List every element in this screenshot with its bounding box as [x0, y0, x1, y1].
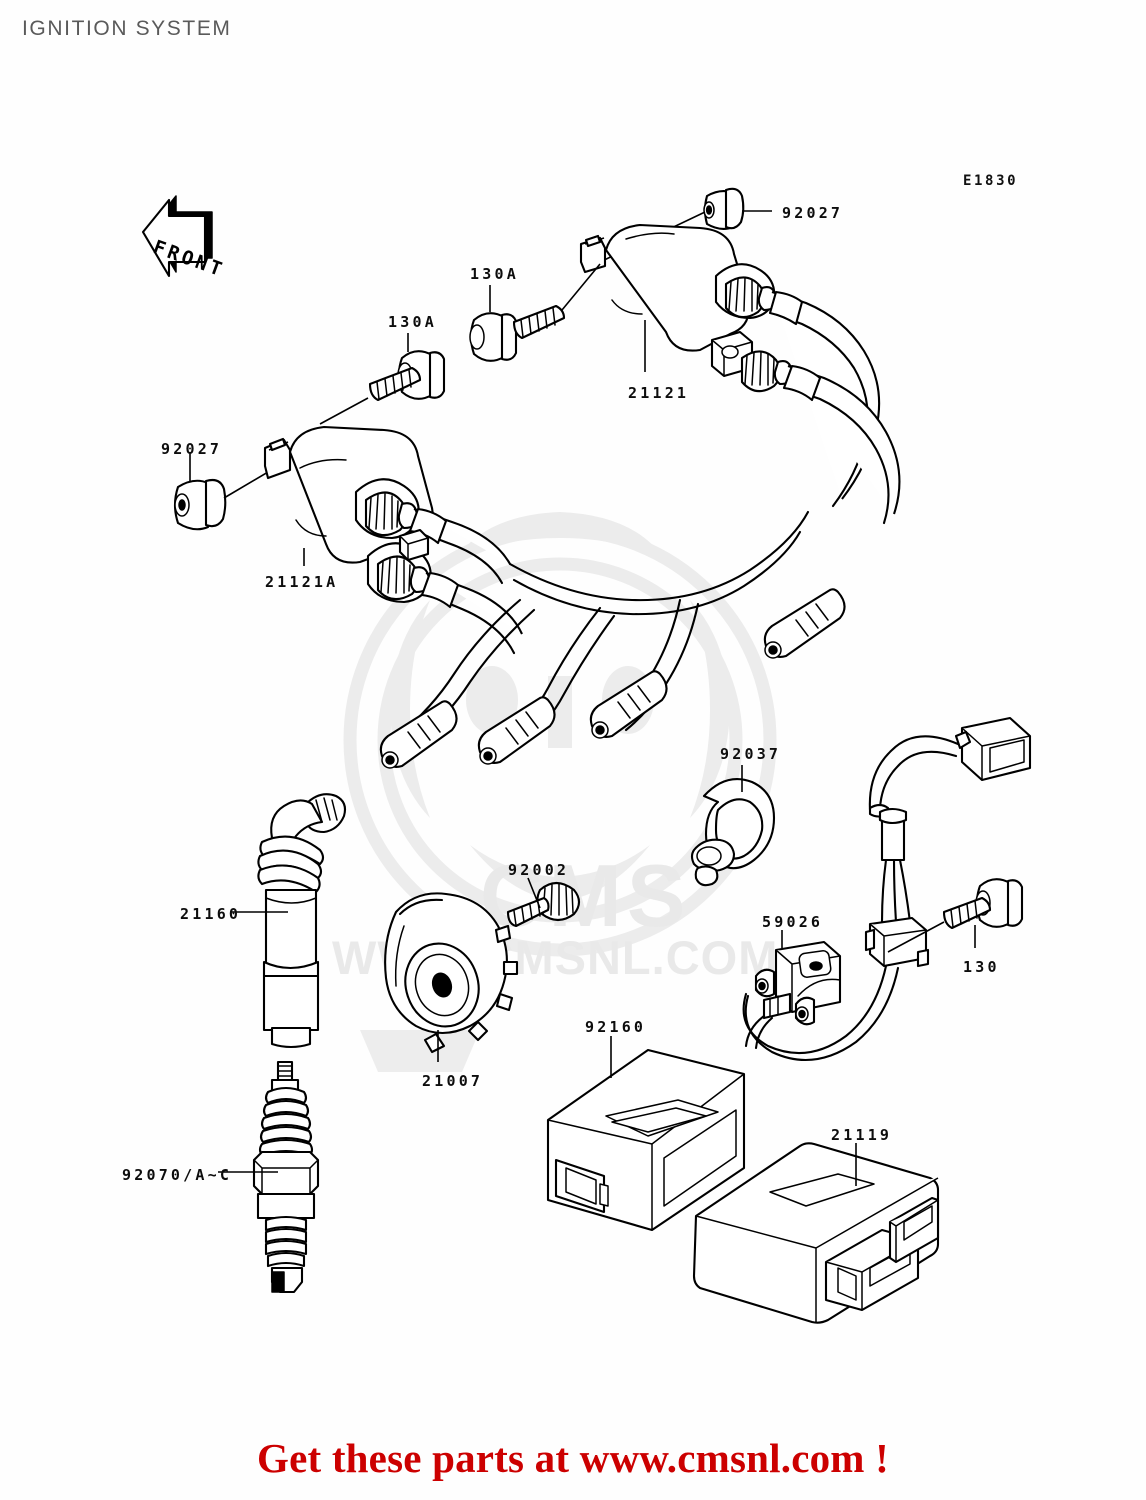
part-label-92027-upper: 92027 [782, 204, 844, 222]
part-bolt-flanged-lower [368, 350, 446, 402]
part-damper-cover [546, 1048, 746, 1232]
diagram-reference-code: E1830 [963, 173, 1019, 189]
part-label-92037: 92037 [720, 745, 782, 763]
part-label-59026: 59026 [762, 913, 824, 931]
part-label-92070: 92070/A~C [122, 1166, 233, 1184]
part-label-92160: 92160 [585, 1018, 647, 1036]
part-cap-plug-upper [703, 187, 745, 230]
wiring-harness [742, 716, 1032, 1062]
part-label-130A-lower: 130A [388, 313, 437, 331]
part-label-130: 130 [963, 958, 1000, 976]
part-label-92002: 92002 [508, 861, 570, 879]
coil-lower-outlet-1 [364, 491, 419, 537]
part-pickup-coil [744, 940, 842, 1050]
leader-130A-lower-to-coil [319, 397, 369, 425]
part-label-21121: 21121 [628, 384, 690, 402]
svg-text:T: T [206, 256, 224, 281]
part-label-130A-upper: 130A [470, 265, 519, 283]
part-label-21119: 21119 [831, 1126, 893, 1144]
part-rotor-bolt [506, 881, 581, 928]
igniter-connector-2 [888, 1196, 940, 1264]
part-cap-plug-lower [173, 478, 227, 531]
ht-leads-group [379, 510, 846, 769]
leader-130A-upper-to-coil [561, 263, 601, 311]
part-ignition-coil-lower [263, 425, 523, 655]
part-label-21160: 21160 [180, 905, 242, 923]
part-ignition-coil-upper [579, 223, 901, 525]
front-arrow-icon: F R O N T [141, 195, 225, 281]
leader-130-to-harness [887, 921, 945, 953]
part-bolt-harness [942, 878, 1024, 930]
part-bolt-flanged-upper [469, 304, 566, 362]
ht-terminal-center [589, 670, 668, 739]
ht-terminal-right [763, 588, 846, 659]
part-label-21121A: 21121A [265, 573, 339, 591]
part-spark-plug [252, 1060, 320, 1294]
footer-cta-text[interactable]: Get these parts at www.cmsnl.com ! [257, 1435, 889, 1481]
ht-terminal-midleft [477, 696, 556, 765]
part-spark-plug-cap [257, 793, 347, 1049]
part-igniter-cdi-unit [692, 1142, 940, 1324]
part-label-21007: 21007 [422, 1072, 484, 1090]
page-title: IGNITION SYSTEM [22, 17, 232, 40]
ht-terminal-left [379, 700, 458, 769]
part-wire-clamp [690, 778, 776, 887]
part-timing-rotor [384, 892, 519, 1054]
part-label-92027-lower: 92027 [161, 440, 223, 458]
leader-92002 [527, 877, 541, 909]
